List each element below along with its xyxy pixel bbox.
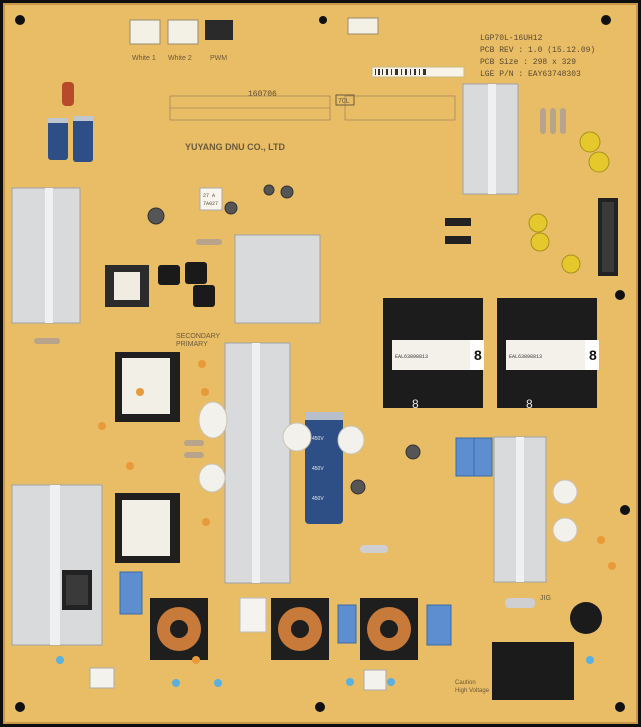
film-capacitors [119,437,493,646]
tx2-label: EAL63898813 [509,354,542,360]
white-components [198,401,578,543]
primary-text: PRIMARY [176,341,208,348]
model-text: LGP70L-16UH12 [480,34,543,43]
high-voltage-text: High Voltage [455,688,490,694]
sticker-text: 27 A [203,193,215,199]
caution-text: Caution [455,680,476,686]
main-transformers: 8 EAL63898813 8 EAL63898813 8 8 [383,298,599,411]
svg-text:8: 8 [526,397,533,411]
code-text: 160706 [248,90,277,99]
transformer2-label: 8 [589,347,597,363]
pcb-size-text: PCB Size : 298 x 329 [480,58,576,67]
secondary-text: SECONDARY [176,333,221,340]
toroidal-coils [150,598,418,660]
svg-text:450V: 450V [312,466,324,472]
aux-transformers [115,352,180,563]
size-tag-text: 70L [338,98,350,105]
pcb-rev-text: PCB REV : 1.0 (15.12.09) [480,46,595,55]
jig-text: JIG [540,595,551,602]
svg-text:450V: 450V [312,496,324,502]
capacitors-top-left [48,116,93,162]
board-info: LGP70L-16UH12 PCB REV : 1.0 (15.12.09) P… [176,34,595,694]
sticker2-text: 7A027 [203,201,218,207]
tx1-label: EAL63898813 [395,354,428,360]
top-connectors: White 1 White 2 PWM [129,17,379,62]
transformer1-label: 8 [474,347,482,363]
white2-label: White 2 [168,55,192,62]
yellow-capacitors [528,131,610,274]
heatsinks [11,83,547,646]
lge-pn-text: LGE P/N : EAY63748303 [480,70,581,79]
svg-text:8: 8 [412,397,419,411]
bridge-rectifier [492,642,574,700]
small-parts [34,108,566,608]
white1-label: White 1 [132,55,156,62]
pwm-label: PWM [210,55,227,62]
maker-text: YUYANG DNU CO., LTD [185,142,286,152]
bulk-capacitor [305,412,343,524]
svg-text:450V: 450V [312,436,324,442]
